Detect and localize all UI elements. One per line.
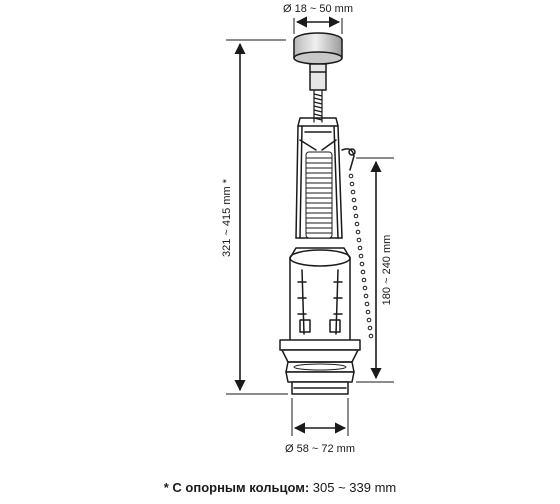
footnote-label: * С опорным кольцом:: [163, 480, 310, 495]
float-spring: [305, 151, 333, 239]
footnote: * С опорным кольцом: 305 ~ 339 mm: [0, 480, 560, 495]
button-diameter-label: Ø 18 ~ 50 mm: [283, 3, 353, 15]
base-diameter-label: Ø 58 ~ 72 mm: [285, 443, 355, 455]
valve-body: [289, 247, 351, 341]
footnote-range: 305 ~ 339 mm: [312, 480, 397, 495]
total-height-label: 321 ~ 415 mm *: [221, 178, 233, 257]
bead-chain: [348, 173, 374, 339]
dimension-lines: [226, 16, 394, 436]
flush-valve-drawing: [279, 32, 374, 395]
base-seal: [279, 339, 361, 395]
push-button: [293, 32, 343, 91]
overflow-clip: [341, 148, 356, 171]
valve-frame: [295, 117, 343, 239]
threaded-rod: [313, 89, 323, 123]
overflow-height-label: 180 ~ 240 mm: [381, 235, 393, 306]
